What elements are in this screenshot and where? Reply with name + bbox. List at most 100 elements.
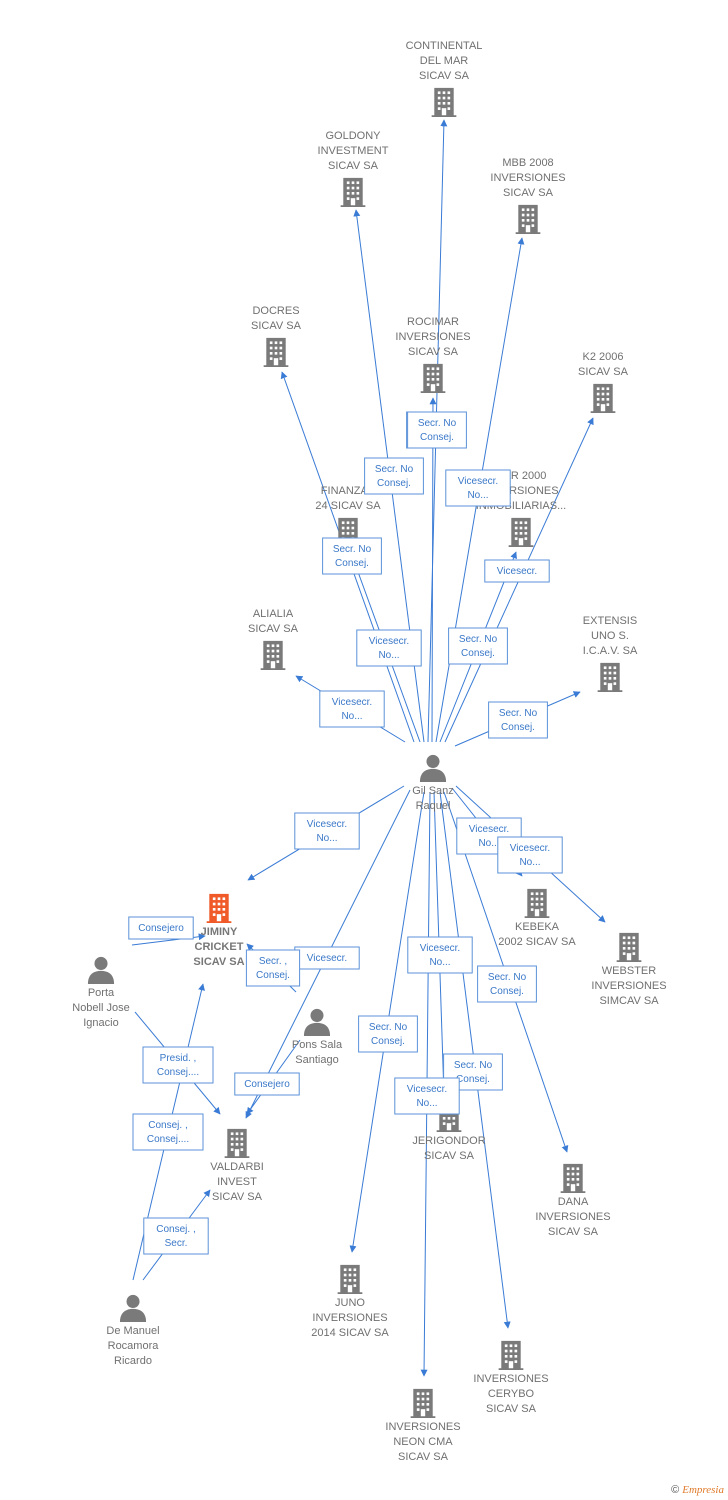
node-label: KEBEKA — [515, 921, 560, 933]
edge-label-demanuel-valdarbi[interactable]: Consej. ,Secr. — [143, 1217, 209, 1255]
edge-label-gil-mbb[interactable]: Vicesecr.No... — [445, 469, 511, 507]
node-label: ROCIMAR — [407, 316, 459, 328]
building-icon — [263, 337, 289, 367]
node-label: INVEST — [217, 1176, 257, 1188]
node-label: FINANZAS — [321, 485, 375, 497]
edge-label-text: Consejero — [244, 1079, 290, 1090]
node-label: SICAV SA — [548, 1226, 599, 1238]
node-label: DANA — [558, 1196, 589, 1208]
node-label: Ricardo — [114, 1355, 152, 1367]
edge-label-box — [356, 629, 422, 667]
node-label: I.C.A.V. SA — [583, 645, 638, 657]
edge-label-box — [364, 457, 424, 495]
edge-label-pons-jiminy[interactable]: Secr. , Consej. — [245, 949, 301, 987]
node-label: CONTINENTAL — [406, 40, 483, 52]
edge-label-text: Secr. No — [418, 418, 457, 429]
edge-label-gil-jerigondor[interactable]: Vicesecr.No... — [407, 936, 473, 974]
edge-label-text: Consej. , — [148, 1120, 187, 1131]
building-icon — [515, 204, 541, 234]
edge-label-box — [394, 1077, 460, 1115]
person-icon — [303, 1008, 331, 1036]
edge-label-porta-jiminy[interactable]: Consejero — [128, 916, 194, 940]
edge-label-demanuel-jiminy[interactable]: Consej. ,Consej.... — [132, 1113, 204, 1151]
edge-label-text: Consej. — [377, 478, 411, 489]
edge-label-box — [448, 627, 508, 665]
edge-label-text: Vicesecr. — [332, 697, 372, 708]
building-icon — [431, 87, 457, 117]
edges-layer — [131, 119, 606, 1377]
edge-label-text: Consej. — [420, 432, 454, 443]
node-label: Gil Sanz — [412, 785, 454, 797]
edge-label-text: Consej. — [456, 1074, 490, 1085]
edge-label-text: Consej. — [256, 970, 290, 981]
edge-label-gil-rocimar[interactable]: Secr. No Consej. — [407, 411, 467, 449]
edge-label-box — [294, 812, 360, 850]
edge-label-text: No... — [378, 650, 399, 661]
node-label: WEBSTER — [602, 965, 656, 977]
node-label: Raquel — [416, 800, 451, 812]
edge-label-text: Secr. , — [259, 956, 287, 967]
node-label: SICAV SA — [419, 70, 470, 82]
building-icon — [498, 1340, 524, 1370]
edge-label-pons-valdarbi[interactable]: Consejero — [234, 1072, 300, 1096]
edge-label-box — [128, 916, 194, 940]
edge-label-gil-webster[interactable]: Vicesecr.No... — [497, 836, 563, 874]
node-label: SICAV SA — [503, 187, 554, 199]
edge-label-text: No... — [341, 711, 362, 722]
edge-label-gil-alialia[interactable]: Vicesecr. No... — [319, 690, 385, 728]
edge-label-text: No... — [467, 490, 488, 501]
node-label: ALIALIA — [253, 608, 294, 620]
edge-label-box — [484, 559, 550, 583]
person-icon — [419, 754, 447, 782]
edge-label-porta-valdarbi[interactable]: Presid. ,Consej.... — [142, 1046, 214, 1084]
node-label: INVESTMENT — [318, 145, 389, 157]
person-icon — [119, 1294, 147, 1322]
edge-label-gil-jiminy[interactable]: Vicesecr.No... — [294, 812, 360, 850]
edge-label-gil-neoncma[interactable]: Vicesecr.No... — [394, 1077, 460, 1115]
node-label: De Manuel — [106, 1325, 159, 1337]
edge-label-gil-finanzas24[interactable]: Vicesecr.No... — [356, 629, 422, 667]
edge-label-text: Consej. — [335, 558, 369, 569]
node-label: INVERSIONES — [473, 1373, 548, 1385]
edge-label-gil-valdarbi[interactable]: Vicesecr. — [294, 946, 360, 970]
node-label: SICAV SA — [408, 346, 459, 358]
node-label: INVERSIONES — [395, 331, 470, 343]
edge-label-gil-k2[interactable]: Vicesecr. — [484, 559, 550, 583]
node-label: UNO S. — [591, 630, 629, 642]
node-label: GOLDONY — [325, 130, 381, 142]
brand-link[interactable]: Empresia — [682, 1484, 724, 1496]
edge-label-text: Secr. No — [499, 708, 538, 719]
node-rocimar[interactable]: ROCIMAR INVERSIONES SICAV SA — [395, 316, 471, 393]
edge-label-text: Vicesecr. — [307, 819, 347, 830]
edge-label-text: No... — [478, 838, 499, 849]
edge-label-text: Secr. — [165, 1238, 188, 1249]
node-label: SICAV SA — [398, 1451, 449, 1463]
